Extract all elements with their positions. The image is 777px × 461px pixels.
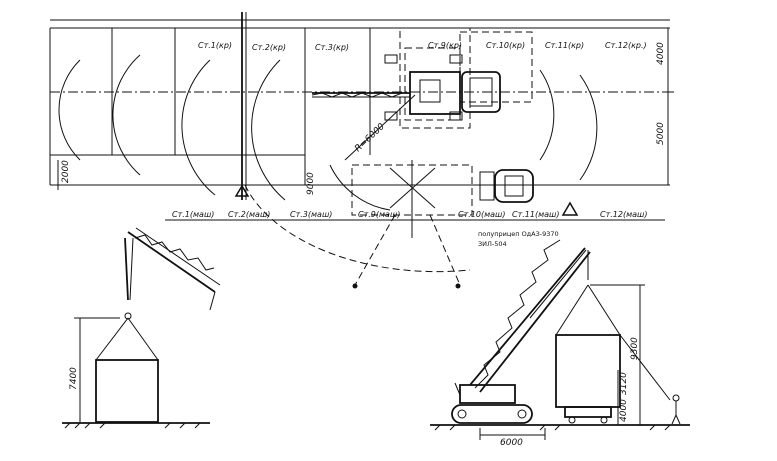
station-label: Ст.12(кр.): [605, 41, 647, 50]
station-label: Ст.11(маш): [512, 210, 559, 219]
station-label: Ст.1(кр): [198, 41, 232, 50]
station-label: Ст.9(кр): [428, 41, 462, 50]
left-elevation: 7400: [62, 227, 221, 429]
machine-note-line2: ЗИЛ-504: [478, 240, 507, 248]
station-label: Ст.11(кр): [545, 41, 584, 50]
station-label: Ст.1(маш): [172, 210, 214, 219]
machine-note-line1: полуприцеп ОдАЗ-9370: [478, 230, 559, 238]
person-head: [672, 394, 680, 402]
left-height-dim: 7400: [69, 367, 79, 390]
right-height-dim: 9300: [630, 337, 640, 360]
mid-right-dim: 5000: [656, 122, 666, 145]
right-elevation: 9300 3120 4000 6000: [430, 239, 690, 448]
right-base-dim: 6000: [500, 438, 523, 448]
small-center-dim: 9000: [306, 172, 316, 195]
station-label: Ст.2(кр): [252, 43, 286, 52]
station-label: Ст.12(маш): [600, 210, 647, 219]
station-label: Ст.10(маш): [458, 210, 505, 219]
anchor-point: [352, 283, 358, 289]
warning-triangle-icon: [561, 201, 579, 216]
right-mid-dim: 3120: [619, 372, 629, 395]
station-label: Ст.9(маш): [358, 210, 400, 219]
right-low-dim: 4000: [619, 399, 629, 422]
plan-view: R=6000 9000 2000 4000 5000: [49, 12, 674, 289]
station-label: Ст.10(кр): [486, 41, 525, 50]
station-label: Ст.2(маш): [228, 210, 270, 219]
station-labels-top: Ст.1(кр) Ст.2(кр) Ст.3(кр) Ст.9(кр) Ст.1…: [198, 41, 647, 52]
left-small-dim: 2000: [61, 160, 71, 183]
warning-triangle-icon: [234, 184, 250, 197]
station-label: Ст.3(маш): [290, 210, 332, 219]
station-labels-bottom: Ст.1(маш) Ст.2(маш) Ст.3(маш) Ст.9(маш) …: [165, 184, 665, 221]
anchor-point: [455, 283, 461, 289]
station-label: Ст.3(кр): [315, 43, 349, 52]
top-right-dim: 4000: [656, 42, 666, 65]
